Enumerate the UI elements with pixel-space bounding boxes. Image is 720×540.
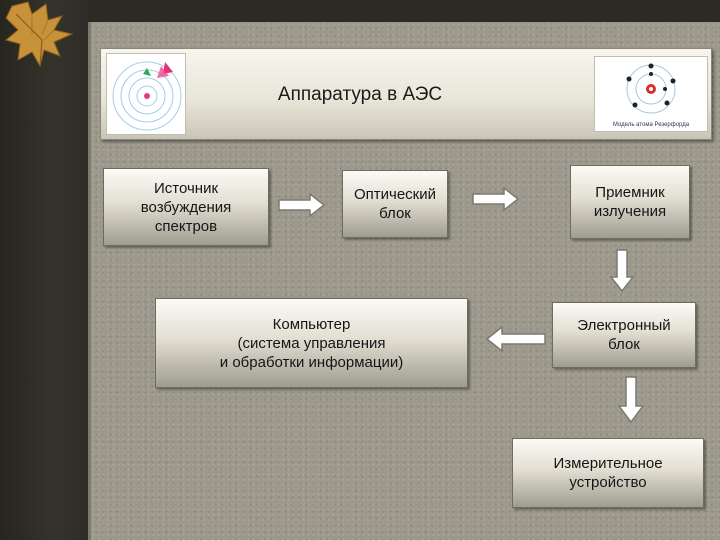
arrow-down-electronic-to-measuring bbox=[618, 376, 644, 424]
page-title: Аппаратура в АЭС bbox=[277, 84, 443, 105]
autumn-leaf-icon bbox=[4, 1, 74, 68]
electronic-block: Электронный блок bbox=[552, 302, 696, 368]
receiver-block: Приемник излучения bbox=[570, 165, 690, 239]
optical-block: Оптический блок bbox=[342, 170, 448, 238]
arrow-down-receiver-to-electronic bbox=[610, 249, 634, 293]
measuring-block: Измерительное устройство bbox=[512, 438, 704, 508]
left-strip bbox=[0, 0, 88, 540]
atom-orbits-icon bbox=[112, 61, 182, 131]
source-block: Источник возбуждения спектров bbox=[103, 168, 269, 246]
atom-model-icon bbox=[626, 63, 676, 114]
rutherford-model-image: Модель атома Резерфорда bbox=[594, 56, 708, 132]
atom-orbit-image bbox=[106, 53, 186, 135]
arrow-left-electronic-to-computer bbox=[486, 326, 546, 352]
arrow-right-source-to-optical bbox=[278, 193, 326, 217]
computer-block: Компьютер (система управления и обработк… bbox=[155, 298, 468, 388]
atom-model-caption: Модель атома Резерфорда bbox=[612, 122, 690, 128]
arrow-right-optical-to-receiver bbox=[472, 187, 520, 211]
